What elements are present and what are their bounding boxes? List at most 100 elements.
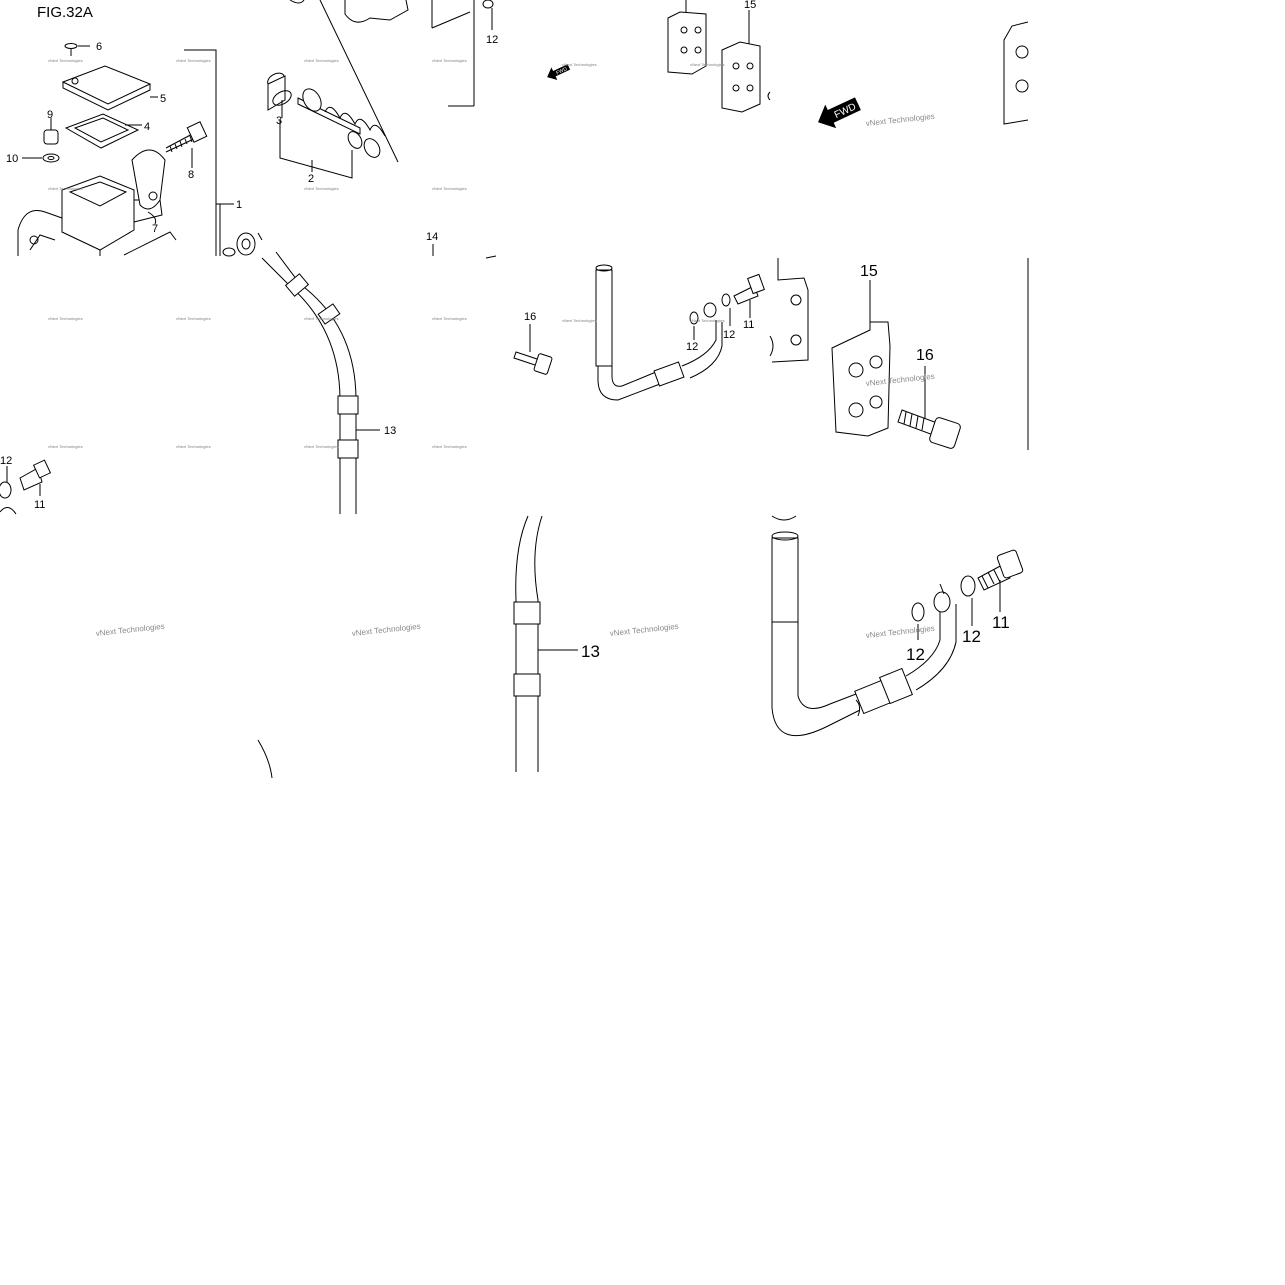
watermark-text: vNext Technologies — [48, 58, 83, 63]
callout-label: 10 — [6, 153, 18, 165]
hose-sleeve — [284, 273, 310, 297]
callout-label: 9 — [47, 109, 53, 121]
part-bolt-8 — [165, 121, 208, 168]
part-clamp-7 — [131, 149, 166, 225]
part-banjo-eye — [703, 302, 717, 318]
svg-text:FWD: FWD — [833, 101, 858, 121]
callout-label: 11 — [743, 319, 754, 331]
figure-title: FIG.32A — [37, 4, 93, 21]
callout-label: 16 — [916, 347, 934, 364]
callout-label: 12 — [486, 34, 498, 46]
part-rubber-9 — [43, 118, 59, 145]
tile-master-cylinder: 6 5 4 9 10 8 7 1 3 2 14 12 — [6, 0, 498, 257]
part-screw-6 — [64, 43, 90, 56]
callout-label: 11 — [992, 613, 1010, 632]
callout-label: 5 — [160, 93, 166, 105]
callout-label: 11 — [34, 499, 45, 511]
hose-outline-right — [534, 515, 543, 772]
watermark-text: vNext Technologies — [304, 186, 339, 191]
cutoff-lever-holder — [344, 0, 409, 23]
cutoff-detail — [289, 0, 305, 4]
hose-outline-right — [275, 251, 357, 514]
part-bolt-16-small — [513, 324, 553, 375]
part-washer-12 — [721, 293, 731, 307]
watermark-text: vNext Technologies — [48, 186, 83, 191]
part-washer-12-left — [0, 466, 12, 499]
tile-hose-end-mid: 16 12 12 11 — [513, 258, 1029, 450]
part-reservoir-cap-5 — [61, 65, 158, 111]
watermark-text: vNext Technologies — [865, 624, 935, 640]
bracket-edge — [769, 335, 774, 357]
hose-mark — [855, 699, 861, 717]
bracket-hole — [1015, 45, 1029, 59]
part-washer-12 — [689, 311, 699, 325]
watermark-text: vNext Technologies — [95, 622, 165, 638]
callout-label: 16 — [524, 311, 536, 323]
callout-label: 7 — [152, 223, 158, 235]
part-diaphragm-4 — [64, 113, 142, 149]
hose-sleeve-long — [771, 537, 799, 623]
stray-mark — [485, 255, 497, 259]
part-bolt-16-large — [897, 366, 961, 449]
part-bolt-11-head — [746, 273, 766, 295]
metal-pipe — [905, 604, 957, 691]
callout-label: 12 — [723, 329, 735, 341]
callout-label: 14 — [426, 231, 438, 243]
hose-j-outer — [597, 270, 661, 401]
tile-brake-hose-lower: 13 — [513, 515, 600, 772]
bracket-hole — [790, 334, 802, 346]
hose-sleeve — [337, 439, 359, 459]
callout-label: 12 — [906, 645, 925, 664]
hose-outline-left — [515, 515, 529, 772]
watermark-text: vNext Technologies — [609, 622, 679, 638]
part-piston-kit-3 — [267, 72, 386, 158]
hose-sleeve-long — [595, 269, 613, 367]
watermark-text: vNext Technologies — [48, 316, 83, 321]
part-bracket-partial — [1003, 21, 1029, 125]
fwd-arrow-large: FWD — [818, 97, 861, 129]
part-bolt-11-head — [996, 549, 1024, 579]
part-bracket-partial — [771, 258, 809, 363]
banjo-tab — [939, 583, 945, 595]
watermark-text: vNext Technologies — [432, 316, 467, 321]
watermark-text: vNext Technologies — [562, 318, 597, 323]
hose-sleeve — [317, 303, 341, 325]
watermark-text: vNext Technologies — [176, 316, 211, 321]
callout-label: 4 — [144, 121, 150, 133]
callout-label: 12 — [0, 455, 12, 467]
callout-label: 15 — [860, 263, 878, 280]
watermark-text: vNext Technologies — [176, 444, 211, 449]
hose-sleeve — [337, 395, 359, 415]
callout-bracket-1 — [184, 49, 234, 256]
watermark-text: vNext Technologies — [48, 444, 83, 449]
callout-label: 3 — [276, 115, 282, 127]
watermark-text: vNext Technologies — [432, 58, 467, 63]
hose-j-outer — [771, 540, 861, 737]
hose-nut — [878, 667, 914, 705]
hose-end — [771, 531, 799, 541]
part-washer-12 — [960, 575, 976, 597]
part-bracket-15 — [831, 280, 891, 437]
watermark-text: vNext Technologies — [865, 112, 935, 128]
hose-j-inner — [797, 540, 857, 709]
watermark-text: vNext Technologies — [432, 444, 467, 449]
part-banjo-eye — [933, 591, 951, 613]
metal-pipe — [681, 320, 723, 379]
part-bracket-pair — [667, 0, 771, 113]
watermark-text: vNext Technologies — [690, 62, 725, 67]
tile-brackets-top: FWD 15 FWD — [547, 0, 1029, 129]
tile-brake-hose-upper: 13 12 11 — [0, 251, 497, 779]
callout-label: 12 — [962, 627, 981, 646]
hose-fitting — [653, 361, 685, 387]
part-washer-12-top — [482, 0, 494, 30]
callout-bracket-2 — [279, 0, 399, 179]
bolt-thread — [981, 569, 1001, 589]
callout-label: 13 — [581, 642, 600, 661]
callout-label: 8 — [188, 169, 194, 181]
callout-label: 12 — [686, 341, 698, 353]
watermark-text: vNext Technologies — [304, 316, 339, 321]
watermark-text: vNext Technologies — [351, 622, 421, 638]
bracket-hole — [1015, 79, 1029, 93]
